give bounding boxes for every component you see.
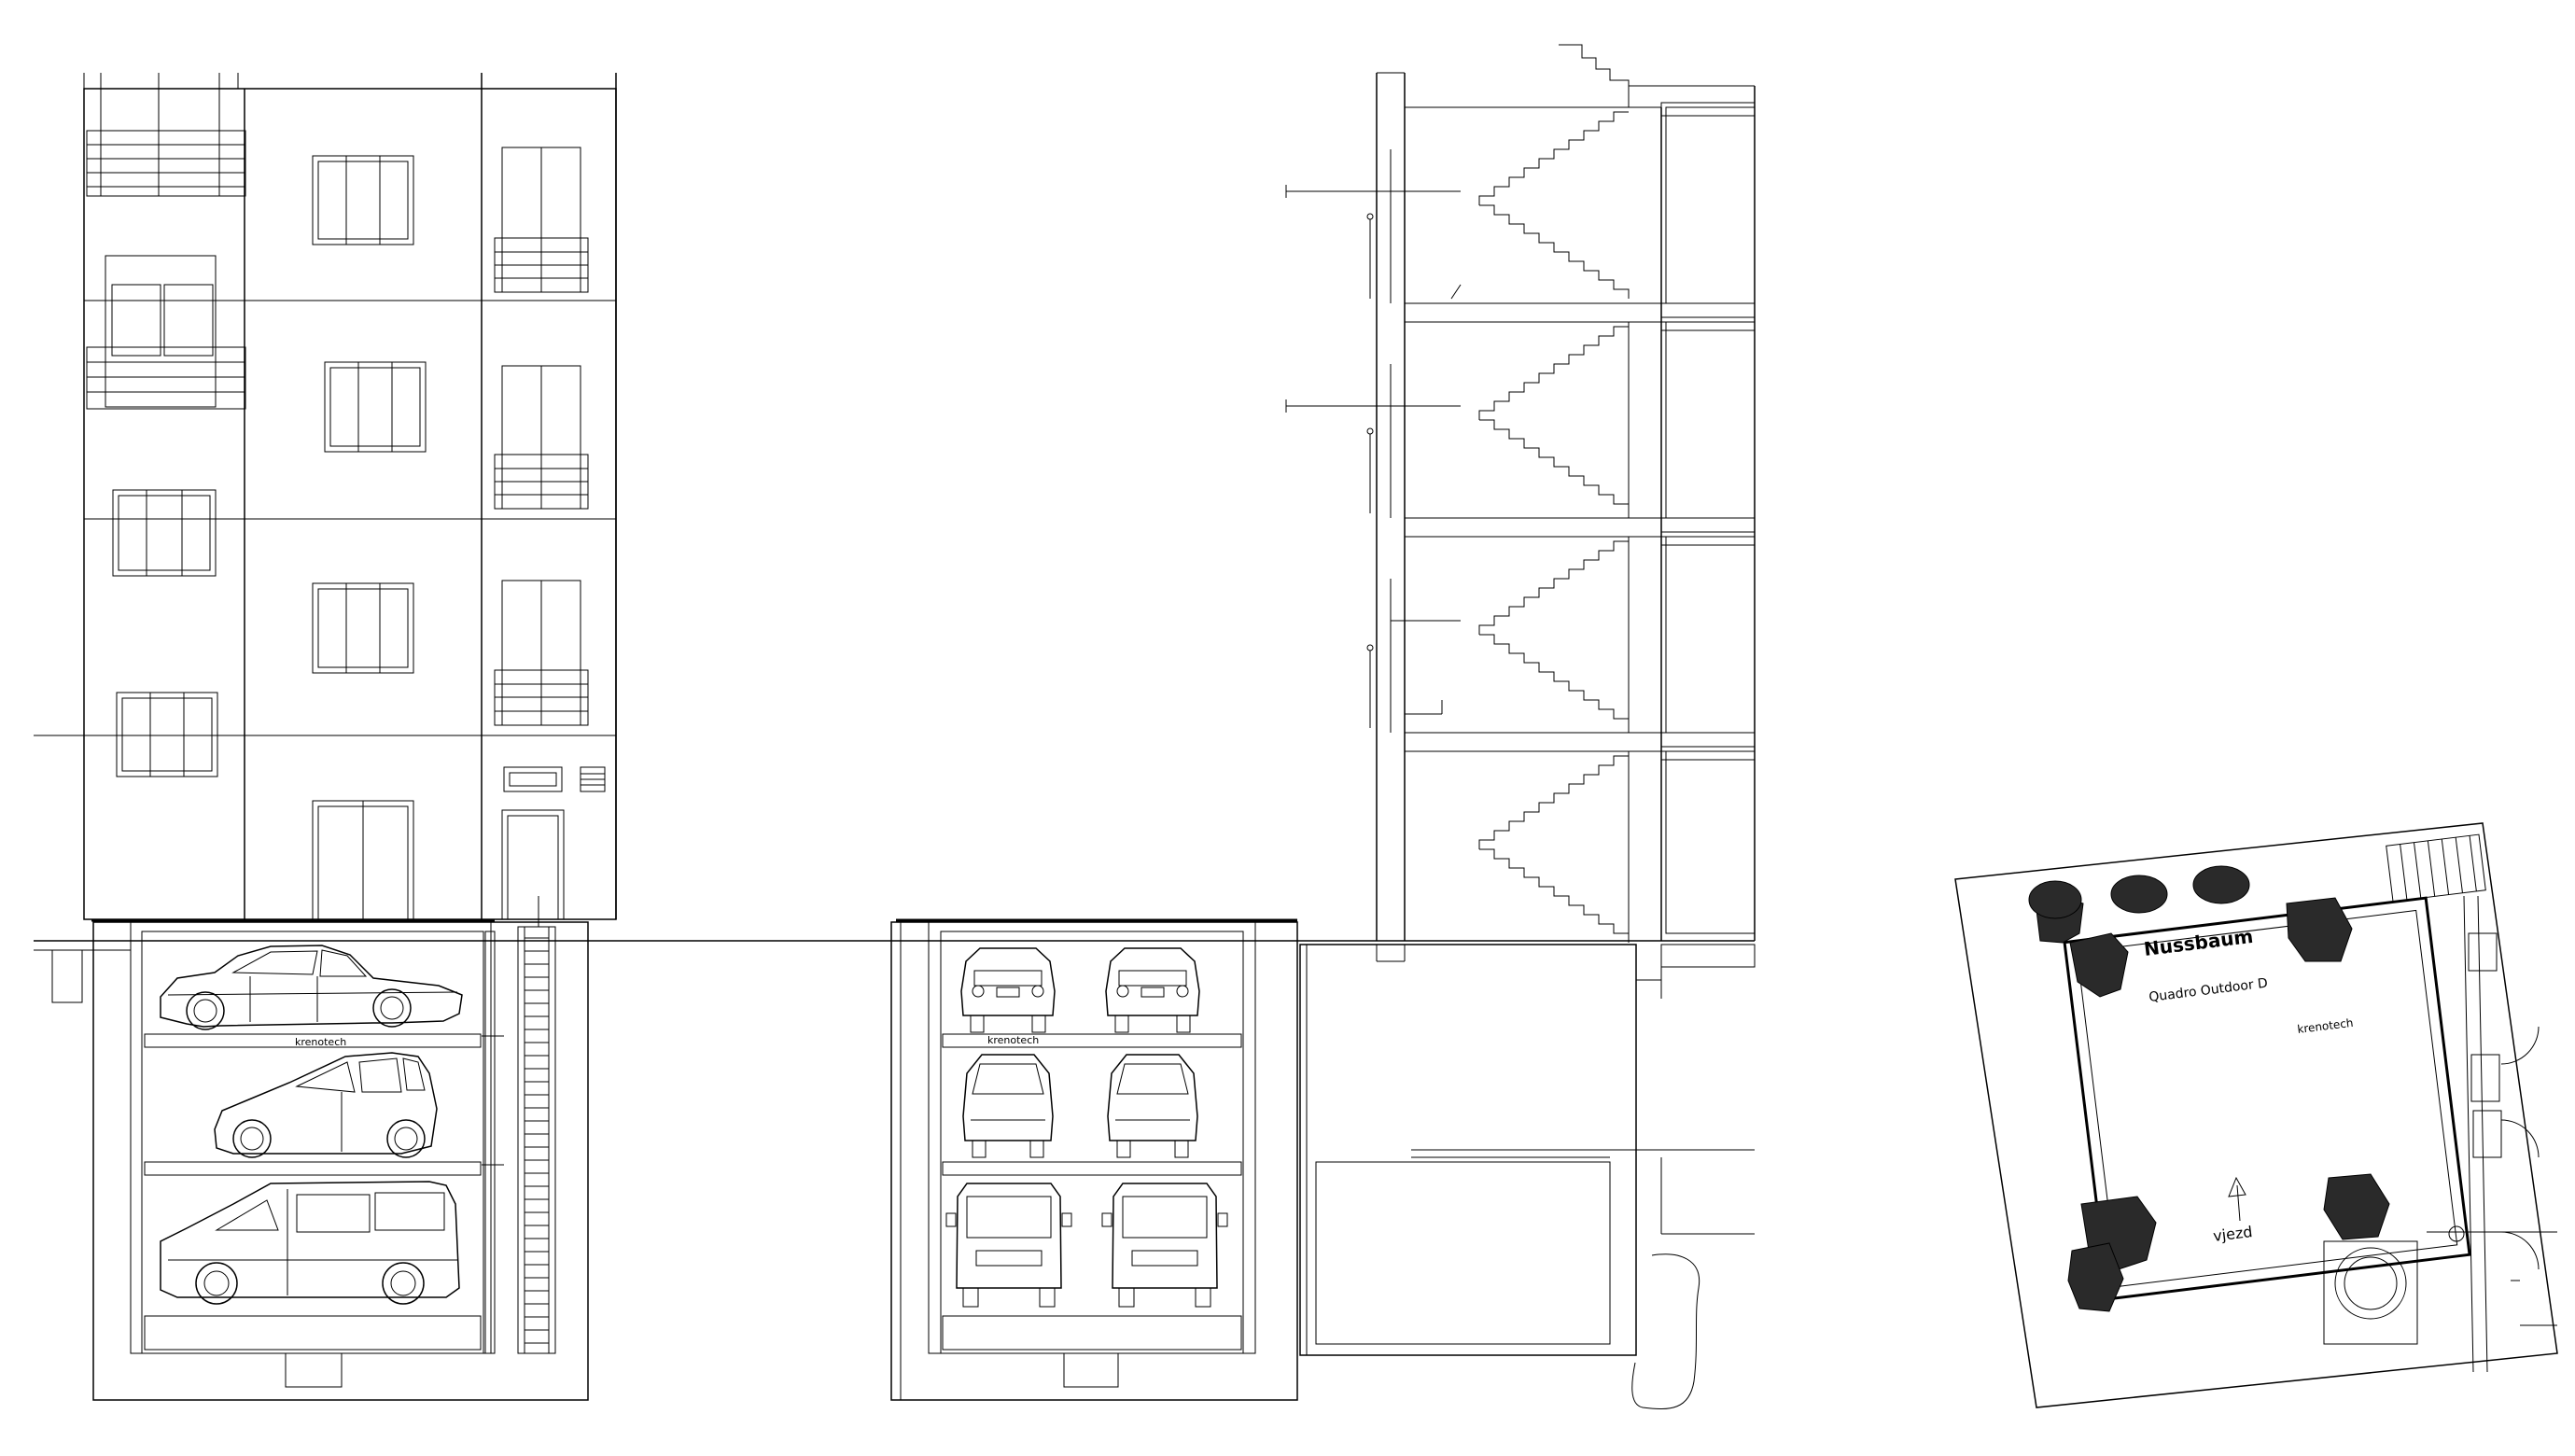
- balcony-top-left: [86, 130, 246, 197]
- plan-model: Quadro Outdoor D: [2148, 975, 2269, 1005]
- site-plan: [1954, 822, 2558, 1408]
- stair-flight: [1478, 326, 1629, 420]
- car-front-top-left: [960, 947, 1056, 1033]
- window-left-3: [112, 489, 217, 577]
- stair-flight: [1479, 848, 1630, 943]
- balcony-mid-left: [86, 255, 246, 410]
- shrub-2: [2069, 932, 2129, 998]
- ladder-rungs: [525, 937, 549, 1344]
- car-front-bottom-left: [945, 1183, 1072, 1308]
- tree-1: [2028, 880, 2082, 919]
- stair-flight: [1478, 111, 1629, 205]
- stair-steps: [1478, 111, 1630, 943]
- stair-flight: [1479, 419, 1630, 513]
- building-facade-elevation: [34, 73, 617, 920]
- window-left-4: [116, 692, 218, 777]
- shrub-3: [2286, 897, 2353, 962]
- shrub-5: [2067, 1242, 2124, 1312]
- entrance-door-right: [501, 809, 565, 920]
- window-mid-2: [324, 361, 427, 453]
- car-front-mid-left: [962, 1054, 1054, 1158]
- car-van-side: [160, 1181, 460, 1305]
- car-mpv-side: [214, 1052, 438, 1158]
- parking-pit-side-section: [91, 896, 589, 1401]
- window-mid-3: [312, 582, 414, 674]
- brand-label-1: krenotech: [295, 1036, 346, 1048]
- window-mid-1: [312, 155, 414, 245]
- stair-flight: [1479, 204, 1630, 299]
- brand-label-2: krenotech: [987, 1034, 1039, 1046]
- vent-grille: [503, 766, 606, 792]
- parking-pit-front-section: [890, 918, 1298, 1401]
- door-ground-mid: [312, 800, 414, 920]
- stair-flight: [1478, 540, 1629, 635]
- car-front-mid-right: [1107, 1054, 1198, 1158]
- entry-label: vjezd: [2212, 1223, 2253, 1245]
- garage-ramp-section: [1299, 944, 1756, 1410]
- staircase-section: [1285, 44, 1756, 941]
- car-front-top-right: [1105, 947, 1200, 1033]
- stair-flight: [1479, 634, 1630, 728]
- car-sedan-side: [160, 945, 463, 1030]
- stair-flight: [1478, 755, 1629, 849]
- window-right-3: [494, 580, 589, 726]
- car-front-bottom-right: [1101, 1183, 1228, 1308]
- shrub-6: [2323, 1173, 2390, 1240]
- window-right-2: [494, 365, 589, 510]
- window-right-1: [494, 147, 589, 293]
- tree-3: [2192, 865, 2250, 904]
- tree-2: [2110, 875, 2168, 914]
- brand-label-3: krenotech: [2297, 1016, 2355, 1036]
